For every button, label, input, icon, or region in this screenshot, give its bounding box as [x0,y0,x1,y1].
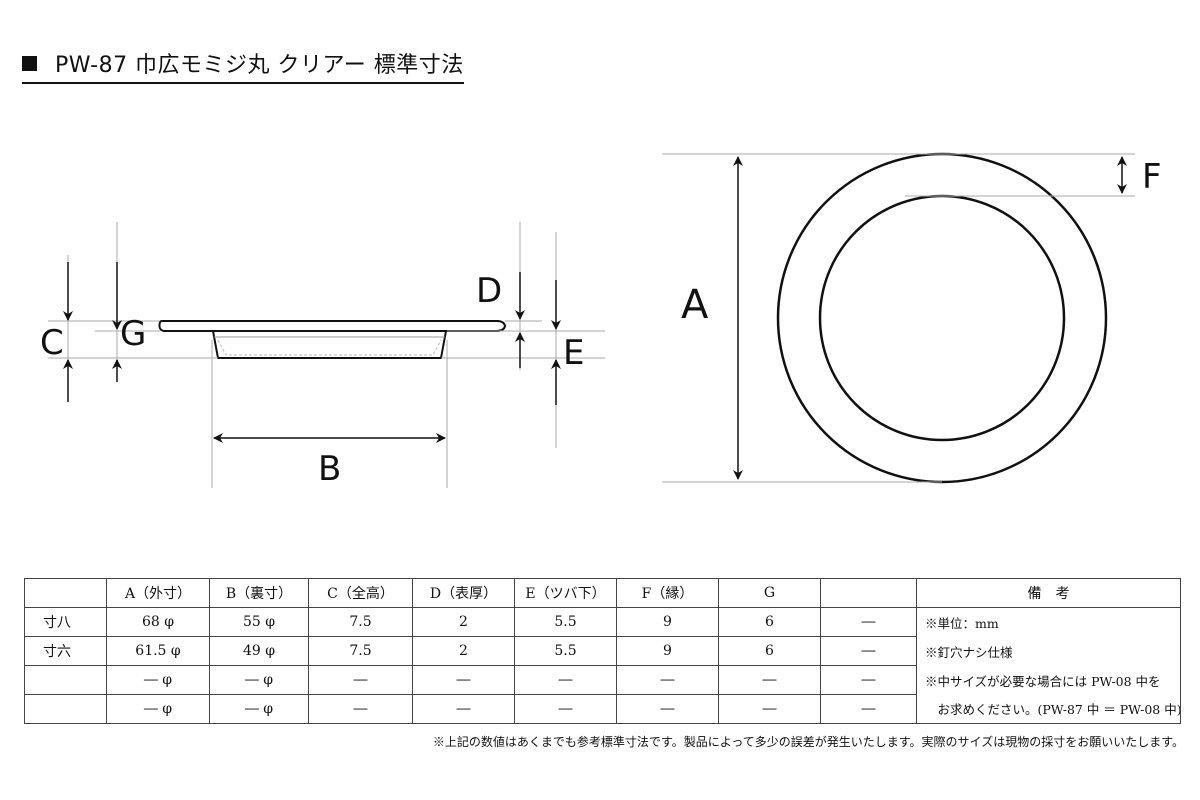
top-extension-lines [662,153,1135,483]
table-cell: ― [820,636,917,666]
table-cell: ― [308,665,413,695]
table-header: G [718,578,821,608]
table-header: D（表厚） [412,578,515,608]
footnote: ※上記の数値はあくまでも参考標準寸法です。製品によって多少の誤差が発生いたします… [432,735,1184,749]
table-cell: ― φ [106,694,210,724]
table-cell: 6 [718,607,821,637]
table-cell: ― [616,694,719,724]
table-cell: 2 [412,636,515,666]
top-view [776,152,1108,484]
page-title: PW-87 巾広モミジ丸 クリアー 標準寸法 [22,52,464,84]
table-row: ― φ ― φ ― ― ― ― ― ― ※中サイズが必要な場合には PW-08 … [24,665,1181,695]
table-header [24,578,107,608]
remark-note: ※釘穴ナシ仕様 [916,636,1181,666]
table-header [820,578,917,608]
table-cell: ― [820,607,917,637]
table-cell: ― φ [209,665,309,695]
table-header: F（縁） [616,578,719,608]
label-B: B [318,449,341,489]
table-row: ― φ ― φ ― ― ― ― ― ― お求めください。(PW-87 中 ＝ P… [24,694,1181,724]
cup-inner-dashed [217,339,442,356]
label-F: F [1142,157,1162,197]
table-cell: 2 [412,607,515,637]
table-cell: 68 φ [106,607,210,637]
table-cell: ― [514,665,617,695]
label-E: E [563,333,584,373]
table-cell [24,694,107,724]
spec-table: A（外寸） B（裏寸） C（全高） D（表厚） E（ツバ下） F（縁） G 備 … [24,578,1181,724]
label-A: A [681,282,709,328]
table-row: 寸八 68 φ 55 φ 7.5 2 5.5 9 6 ― ※単位：mm [24,607,1181,637]
table-header: C（全高） [308,578,413,608]
outer-circle [776,152,1108,484]
table-header: E（ツバ下） [514,578,617,608]
table-cell: 7.5 [308,607,413,637]
label-C: C [40,323,64,363]
label-D: D [476,271,502,311]
table-row: 寸六 61.5 φ 49 φ 7.5 2 5.5 9 6 ― ※釘穴ナシ仕様 [24,636,1181,666]
table-cell: 寸六 [24,636,107,666]
table-cell: 61.5 φ [106,636,210,666]
table-cell: 9 [616,636,719,666]
remark-note: お求めください。(PW-87 中 ＝ PW-08 中) [916,694,1181,724]
table-cell: ― [718,665,821,695]
technical-drawing: C G B D E A F [40,152,1162,489]
table-cell: 寸八 [24,607,107,637]
table-cell: ― [308,694,413,724]
table-header-row: A（外寸） B（裏寸） C（全高） D（表厚） E（ツバ下） F（縁） G 備 … [24,578,1181,608]
table-header: A（外寸） [106,578,210,608]
table-cell: 7.5 [308,636,413,666]
table-cell: ― [718,694,821,724]
table-cell: ― [514,694,617,724]
table-cell: ― φ [209,694,309,724]
table-cell: ― [616,665,719,695]
remark-note: ※中サイズが必要な場合には PW-08 中を [916,665,1181,695]
table-cell: ― [820,694,917,724]
table-cell: 5.5 [514,607,617,637]
flange-outline [158,320,507,332]
label-G: G [120,314,146,354]
table-cell: 49 φ [209,636,309,666]
table-cell: ― [412,694,515,724]
table-cell: ― φ [106,665,210,695]
table-header: B（裏寸） [209,578,309,608]
table-cell: 9 [616,607,719,637]
table-cell: 6 [718,636,821,666]
table-cell: ― [820,665,917,695]
inner-circle [818,194,1066,442]
table-cell: ― [412,665,515,695]
table-cell: 55 φ [209,607,309,637]
remark-note: ※単位：mm [916,607,1181,637]
title-text: PW-87 巾広モミジ丸 クリアー 標準寸法 [55,53,464,78]
cup-outline [212,330,447,359]
side-view [158,320,507,359]
table-header-remarks: 備 考 [916,578,1181,608]
table-cell [24,665,107,695]
table-cell: 5.5 [514,636,617,666]
black-square-icon [22,56,37,71]
